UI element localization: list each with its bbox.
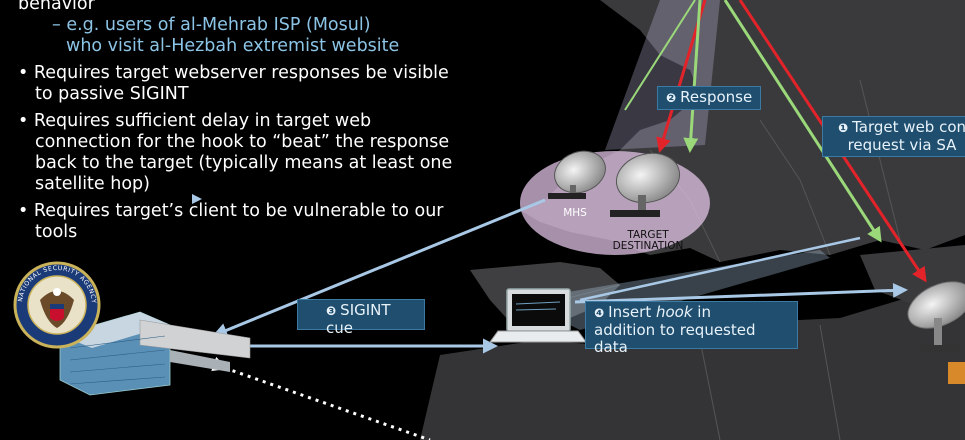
arrow-blue-to-satellite [574,282,908,304]
sigint-line-2: cue [326,319,353,337]
arrow-blue-sigint [212,198,546,338]
target-request-line-2: request via SA [847,136,957,154]
target-destination-dish [610,152,681,217]
nsa-building [59,311,251,396]
target-destination-label: TARGET DESTINATION [598,230,698,252]
arrow-green-request [723,0,882,243]
map-africa [420,292,965,440]
hook-word: hook [655,303,693,321]
target-request-line-1: Target web con [852,118,965,136]
bullet-3-line-2: tools [35,222,78,242]
arrow-dotted [211,356,431,440]
bullet-2-line-1: • Requires sufficient delay in target we… [18,111,372,131]
hook-line-2: addition to requested [594,321,756,339]
arrow-green-response [683,0,702,153]
bullet-1-line-2: to passive SIGINT [35,84,189,104]
text-top-fragment: behavior [18,0,95,14]
bullet-2-line-3: back to the target (typically means at l… [35,153,453,173]
sigint-line-1: SIGINT [340,301,391,319]
beam-to-destination [605,0,720,150]
hook-line-3: data [594,338,628,356]
laptop-icon [489,288,587,343]
step-1-number: ❶ [837,121,849,135]
text-example-1: – e.g. users of al-Mehrab ISP (Mosul) [52,15,371,35]
bullet-2-line-2: connection for the hook to “beat” the re… [35,132,450,152]
cursor-arrow-icon [192,194,202,204]
bullet-3-line-1: • Requires target’s client to be vulnera… [18,201,444,221]
requirements-text: behavior – e.g. users of al-Mehrab ISP (… [18,0,518,243]
response-text: Response [680,88,753,106]
bullet-1-line-1: • Requires target webserver responses be… [18,63,449,83]
mhs-satellite-dish [548,150,606,199]
step-2-number: ❷ [666,91,677,105]
text-example-2: who visit al-Hezbah extremist website [66,36,400,56]
mhs-label: MHS [563,207,587,219]
step-4-number: ❹ [594,306,605,320]
bullet-2-line-4: satellite hop) [35,174,150,194]
step-3-number: ❸ [326,304,337,318]
nsa-seal-logo: NATIONAL SECURITY AGENCY [13,261,101,349]
target-destination-line-2: DESTINATION [612,240,684,252]
arrow-green-diag [624,0,696,111]
remote-satellite-dish [907,281,965,384]
target-destination-line-1: TARGET [627,229,669,241]
arrow-blue-laptop-up [579,236,861,302]
hook-suffix: in [692,303,711,321]
hook-prefix: Insert [608,303,656,321]
